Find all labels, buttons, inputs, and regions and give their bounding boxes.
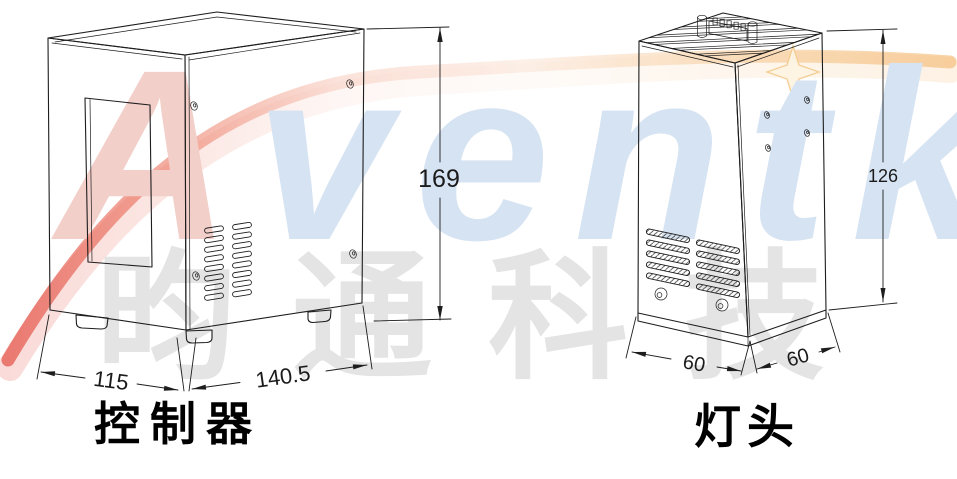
watermark-company-text: 昀通科技: [96, 239, 881, 396]
controller-window: [84, 97, 153, 268]
watermark-logo-letters: ventk: [255, 20, 957, 291]
lamp-label: 灯头: [694, 400, 800, 453]
watermark-logo-letter-a: A: [56, 20, 256, 291]
lamp-height-value: 126: [868, 166, 898, 186]
controller-screw-holes: [190, 79, 357, 281]
lamp-dim-depth: 60: [625, 316, 758, 377]
lamp-dim-height: 126: [826, 28, 898, 311]
sparkle-icon: [764, 43, 822, 101]
controller-feet: [75, 309, 332, 344]
swoosh-soft-band: [0, 51, 957, 381]
controller-drawing: 169 115 140.5: [36, 11, 460, 395]
controller-height-value: 169: [418, 165, 460, 193]
lamp-top-connector: [697, 14, 758, 44]
lamp-width-value: 60: [784, 344, 811, 371]
controller-width-value: 140.5: [254, 360, 312, 392]
controller-depth-value: 115: [92, 366, 130, 395]
lamp-box-faces: [637, 12, 827, 338]
lamp-side-holes: [764, 96, 810, 152]
lamp-front-holes: [654, 287, 729, 312]
controller-label: 控制器: [94, 398, 262, 450]
swoosh-main-band: [1, 49, 957, 367]
lamp-depth-value: 60: [681, 351, 707, 377]
lamp-base-band: [637, 309, 827, 347]
controller-dim-width: 140.5: [191, 305, 373, 393]
controller-dim-depth: 115: [36, 314, 197, 395]
lamp-top-ribs: [639, 13, 822, 60]
controller-box-faces: [47, 11, 365, 331]
lamp-dim-width: 60: [756, 312, 841, 372]
controller-dim-height: 169: [366, 26, 460, 322]
lamp-drawing: 126 60 60: [625, 12, 898, 377]
lamp-vent-grid: [645, 228, 741, 298]
controller-vent-grid: [204, 221, 252, 301]
watermark-logo: Aventk: [56, 34, 957, 277]
